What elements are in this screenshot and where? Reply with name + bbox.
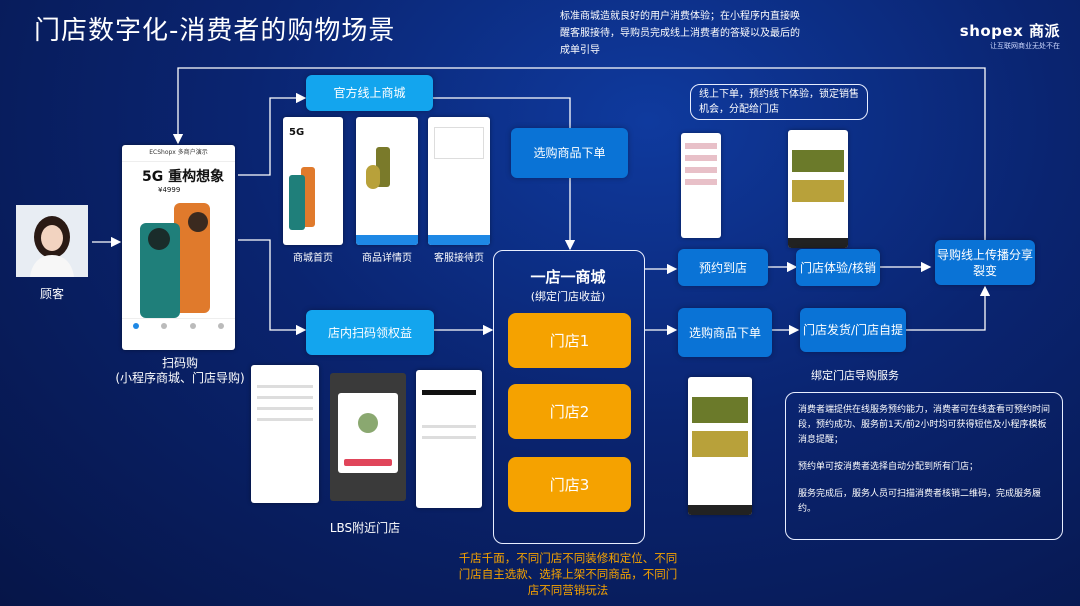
- caption-detail: 商品详情页: [362, 253, 412, 264]
- one-store-container: [493, 250, 645, 544]
- product-screen-thumb: [688, 377, 752, 515]
- phone-promo: 5G 重构想象: [142, 169, 225, 185]
- service-screen-thumb: [428, 117, 490, 245]
- phone-header: ECShopx 多商户演示: [122, 145, 235, 162]
- official-mall-box: 官方线上商城: [306, 75, 433, 111]
- scan-label: 扫码购 (小程序商城、门店导购): [90, 356, 270, 386]
- lbs-screen-thumb-2: [330, 373, 406, 501]
- experience-box: 门店体验/核销: [796, 249, 880, 286]
- reserve-screen-thumb-1: [681, 133, 721, 238]
- home-screen-thumb: 5G: [283, 117, 343, 245]
- select-order-box-2: 选购商品下单: [678, 308, 772, 357]
- reserve-screen-thumb-2: [788, 130, 848, 248]
- caption-lbs: LBS附近门店: [329, 521, 401, 535]
- bind-store-subtitle: (绑定门店收益): [530, 290, 606, 303]
- store-2-box: 门店2: [508, 384, 631, 439]
- scan-label-line2: (小程序商城、门店导购): [115, 371, 245, 385]
- phone-price: ¥4999: [158, 186, 181, 194]
- reserve-box: 预约到店: [678, 249, 768, 286]
- caption-home: 商城首页: [293, 253, 333, 264]
- logo-sub: 让互联网商业无处不在: [990, 42, 1060, 50]
- lbs-screen-thumb-1: [251, 365, 319, 503]
- intro-text: 标准商城造就良好的用户消费体验；在小程序内直接唤醒客服接待，导购员完成线上消费者…: [560, 11, 800, 56]
- lbs-screen-thumb-3: [416, 370, 482, 508]
- page-title: 门店数字化-消费者的购物场景: [34, 16, 396, 46]
- logo-main: shopex 商派: [959, 22, 1060, 40]
- caption-service: 客服接待页: [434, 253, 484, 264]
- service-note-p2: 预约单可按消费者选择自动分配到所有门店；: [798, 462, 979, 472]
- detail-screen-thumb: [356, 117, 418, 245]
- scan-label-line1: 扫码购: [161, 356, 198, 370]
- customer-label: 顾客: [39, 287, 64, 301]
- person-icon: [16, 205, 88, 277]
- spread-box: 导购线上传播分享裂变: [935, 240, 1035, 285]
- shopex-logo: shopex 商派 让互联网商业无处不在: [960, 20, 1060, 51]
- ship-box: 门店发货/门店自提: [800, 308, 906, 352]
- store-3-box: 门店3: [508, 457, 631, 512]
- store-differentiation-note: 千店千面，不同门店不同装修和定位、不同门店自主选款、选择上架不同商品，不同门店不…: [458, 551, 678, 597]
- one-store-title: 一店一商城: [530, 268, 606, 286]
- service-note-p1: 消费者端提供在线服务预约能力，消费者可在线查看可预约时间段，预约成功、服务前1天…: [798, 405, 1051, 445]
- bind-service-label: 绑定门店导购服务: [811, 369, 899, 382]
- customer-avatar: [16, 205, 88, 277]
- store-1-box: 门店1: [508, 313, 631, 368]
- select-order-box-1: 选购商品下单: [511, 128, 628, 178]
- instore-scan-box: 店内扫码领权益: [306, 310, 434, 355]
- service-note-p3: 服务完成后，服务人员可扫描消费者核销二维码，完成服务履约。: [798, 489, 1042, 514]
- reserve-note: 线上下单，预约线下体验，锁定销售机会，分配给门店: [690, 84, 868, 120]
- service-note-box: 消费者端提供在线服务预约能力，消费者可在线查看可预约时间段，预约成功、服务前1天…: [785, 392, 1063, 540]
- main-phone-screen: ECShopx 多商户演示 5G 重构想象 ¥4999: [122, 145, 235, 350]
